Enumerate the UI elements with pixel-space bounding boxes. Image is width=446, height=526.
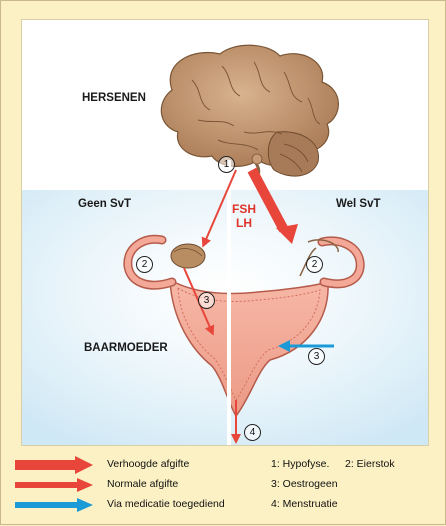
no-pill-label: Geen SvT	[78, 198, 131, 210]
legend: Verhoogde afgifte Normale afgifte Via me…	[1, 456, 446, 526]
brain-illustration	[161, 45, 338, 176]
lh-label: LH	[232, 216, 256, 230]
thin-red-arrow-icon	[15, 476, 95, 494]
pill-label: Wel SvT	[336, 198, 381, 210]
uterus-label: BAARMOEDER	[84, 342, 168, 354]
marker-pituitary: 1	[218, 156, 235, 173]
marker-ovary-right: 2	[306, 256, 323, 273]
brain-label: HERSENEN	[82, 92, 146, 104]
center-divider	[227, 160, 231, 420]
fsh-label: FSH	[232, 202, 256, 216]
hormone-labels: FSH LH	[232, 202, 256, 230]
legend-label-medication: Via medicatie toegediend	[107, 498, 225, 510]
marker-estrogen-internal: 3	[198, 292, 215, 309]
legend-label-increased: Verhoogde afgifte	[107, 458, 189, 470]
key-estrogen: 3: Oestrogeen	[271, 478, 338, 490]
diagram-panel: HERSENEN Geen SvT Wel SvT BAARMOEDER FSH…	[21, 19, 429, 446]
marker-menstruation: 4	[244, 424, 261, 441]
diagram-illustration	[22, 20, 428, 445]
marker-ovary-left: 2	[136, 256, 153, 273]
key-menstruation: 4: Menstruatie	[271, 498, 338, 510]
marker-estrogen-external: 3	[308, 348, 325, 365]
blue-arrow-icon	[15, 496, 95, 514]
legend-label-normal: Normale afgifte	[107, 478, 178, 490]
thick-red-arrow-icon	[15, 456, 95, 474]
key-pituitary: 1: Hypofyse.	[271, 458, 329, 470]
key-ovary: 2: Eierstok	[345, 458, 395, 470]
